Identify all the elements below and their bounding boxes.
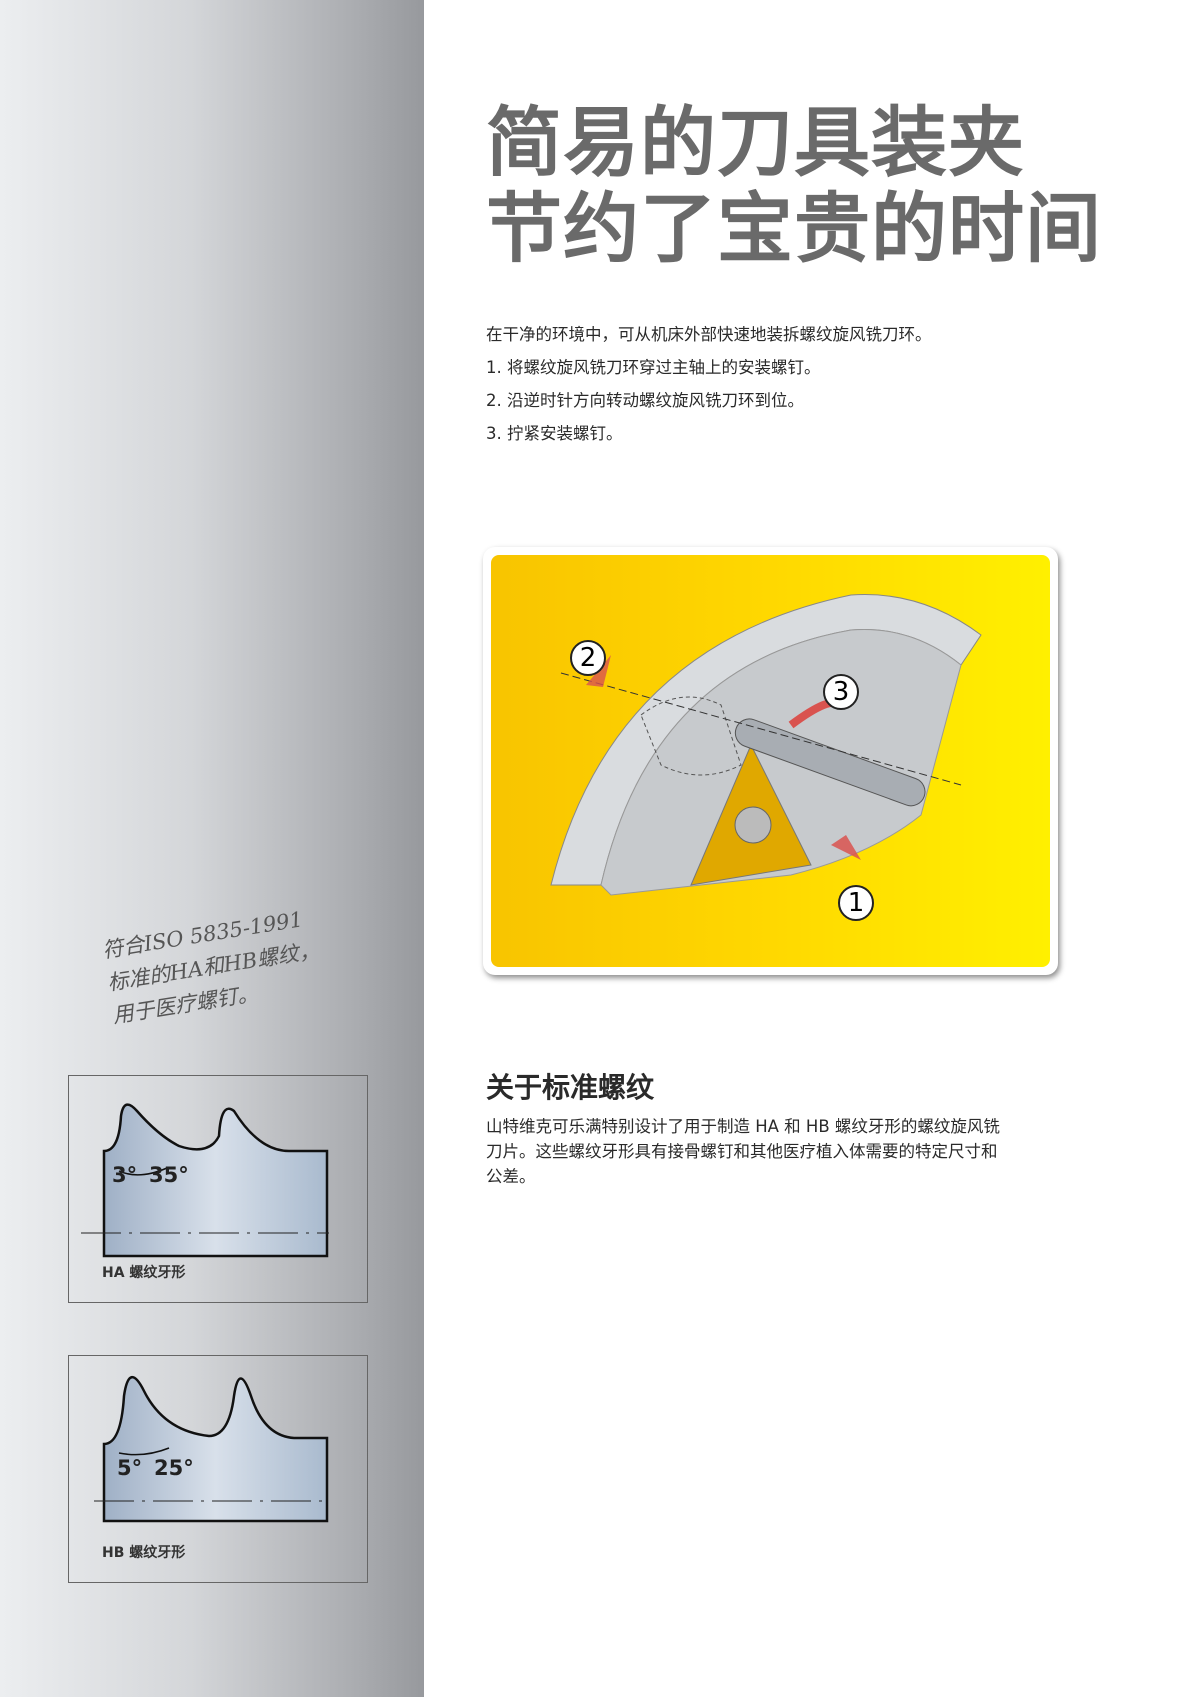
ha-caption: HA 螺纹牙形 xyxy=(102,1265,186,1281)
ha-angle-b: 35° xyxy=(149,1163,189,1187)
intro-lead: 在干净的环境中，可从机床外部快速地装拆螺纹旋风铣刀环。 xyxy=(486,325,932,344)
title-line-1: 简易的刀具装夹 xyxy=(486,98,1025,187)
mounting-illustration xyxy=(483,547,1058,975)
step-2: 2. 沿逆时针方向转动螺纹旋风铣刀环到位。 xyxy=(486,391,804,410)
section-heading: 关于标准螺纹 xyxy=(486,1071,655,1104)
intro-text: 在干净的环境中，可从机床外部快速地装拆螺纹旋风铣刀环。 1. 将螺纹旋风铣刀环穿… xyxy=(486,318,932,450)
hb-angle-a: 5° xyxy=(117,1456,142,1480)
left-gray-panel xyxy=(0,0,424,1697)
hb-caption: HB 螺纹牙形 xyxy=(102,1545,186,1561)
page-title: 简易的刀具装夹 节约了宝贵的时间 xyxy=(486,100,1102,272)
callout-1: 1 xyxy=(838,885,874,921)
ha-angle-a: 3° xyxy=(112,1163,137,1187)
hb-angle-b: 25° xyxy=(154,1456,194,1480)
step-1: 1. 将螺纹旋风铣刀环穿过主轴上的安装螺钉。 xyxy=(486,358,821,377)
hb-profile-diagram: 5° 25° HB 螺纹牙形 xyxy=(68,1355,368,1583)
callout-3: 3 xyxy=(823,674,859,710)
callout-2: 2 xyxy=(570,640,606,676)
step-3: 3. 拧紧安装螺钉。 xyxy=(486,424,623,443)
title-line-2: 节约了宝贵的时间 xyxy=(486,184,1102,273)
section-body: 山特维克可乐满特别设计了用于制造 HA 和 HB 螺纹牙形的螺纹旋风铣刀片。这些… xyxy=(486,1117,1000,1186)
ha-profile-diagram: 3° 35° HA 螺纹牙形 xyxy=(68,1075,368,1303)
